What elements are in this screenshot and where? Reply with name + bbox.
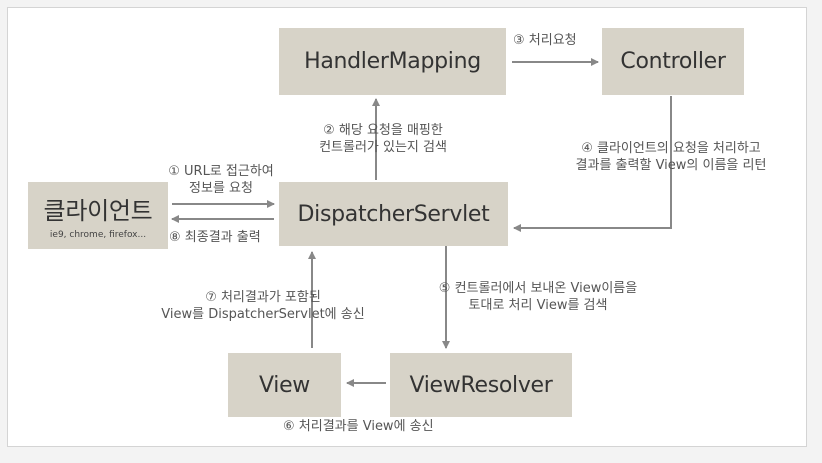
step-7-label: ⑦ 처리결과가 포함된 View를 DispatcherServlet에 송신 (128, 289, 398, 323)
view-resolver-node: ViewResolver (390, 353, 572, 417)
step-3-label: ③ 처리요청 (513, 32, 577, 49)
step-3-text: ③ 처리요청 (513, 33, 577, 48)
step-2-label: ② 해당 요청을 매핑한 컨트롤러가 있는지 검색 (298, 122, 468, 156)
view-label: View (258, 372, 310, 398)
step-5-line-2: 토대로 처리 View를 검색 (468, 298, 608, 313)
arrow-controller-to-dispatcher (513, 96, 672, 232)
step-4-label: ④ 클라이언트의 요청을 처리하고 결과를 출력할 View의 이름을 리턴 (541, 140, 801, 174)
step-2-line-2: 컨트롤러가 있는지 검색 (319, 140, 447, 155)
controller-label: Controller (620, 49, 726, 74)
dispatcher-servlet-label: DispatcherServlet (297, 201, 490, 227)
step-6-label: ⑥ 처리결과를 View에 송신 (283, 418, 434, 435)
step-1-line-2: 정보를 요청 (189, 181, 253, 196)
step-5-label: ⑤ 컨트롤러에서 보내온 View이름을 토대로 처리 View를 검색 (413, 280, 663, 314)
handler-mapping-label: HandlerMapping (304, 49, 481, 74)
step-8-text: ⑧ 최종결과 출력 (169, 230, 261, 245)
step-8-label: ⑧ 최종결과 출력 (169, 229, 261, 246)
step-4-line-2: 결과를 출력할 View의 이름을 리턴 (575, 158, 767, 173)
step-7-line-2: View를 DispatcherServlet에 송신 (161, 307, 365, 322)
step-6-text: ⑥ 처리결과를 View에 송신 (283, 419, 434, 434)
step-1-line-1: ① URL로 접근하여 (168, 164, 274, 179)
step-1-label: ① URL로 접근하여 정보를 요청 (146, 163, 296, 197)
view-resolver-label: ViewResolver (409, 372, 553, 398)
client-node: 클라이언트 ie9, chrome, firefox... (28, 182, 168, 249)
controller-node: Controller (602, 28, 744, 95)
client-browsers-label: ie9, chrome, firefox... (49, 230, 147, 240)
step-7-line-1: ⑦ 처리결과가 포함된 (205, 290, 321, 305)
client-label: 클라이언트 (43, 197, 153, 225)
view-node: View (228, 353, 341, 417)
step-4-line-1: ④ 클라이언트의 요청을 처리하고 (581, 141, 761, 156)
step-2-line-1: ② 해당 요청을 매핑한 (323, 123, 443, 138)
dispatcher-servlet-node: DispatcherServlet (279, 182, 508, 246)
handler-mapping-node: HandlerMapping (279, 28, 506, 95)
step-5-line-1: ⑤ 컨트롤러에서 보내온 View이름을 (438, 281, 638, 296)
